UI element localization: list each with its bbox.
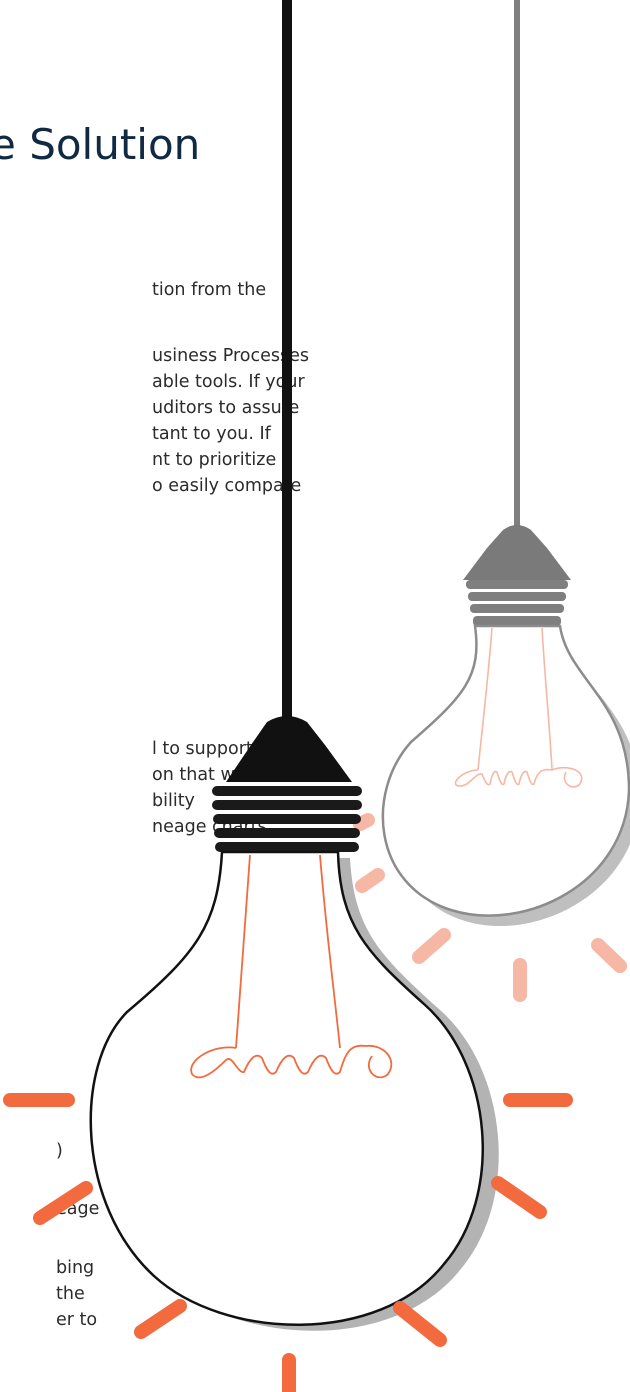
body-text-line: er to — [56, 1310, 98, 1330]
body-text-line: tion from the — [152, 280, 267, 300]
body-text-line: the — [56, 1284, 85, 1304]
body-text-line: usiness Processes — [152, 346, 309, 366]
body-text-line: tant to you. If — [152, 424, 271, 444]
body-text-line: uditors to assure — [152, 398, 300, 418]
body-text-line: o easily compare — [152, 476, 302, 496]
body-text-line: bing — [56, 1258, 95, 1278]
light-rays-icon — [3, 1093, 573, 1392]
lightbulb-large-icon — [89, 0, 499, 1331]
lightbulb-small-icon — [381, 0, 630, 927]
body-text-line: able tools. If your — [152, 372, 305, 392]
body-text-line: bility — [152, 791, 195, 811]
body-text-line: ) — [56, 1141, 63, 1161]
light-rays-icon — [353, 813, 627, 1002]
body-text-line: on that will — [152, 765, 250, 785]
body-text-line: l to support — [152, 739, 253, 759]
body-text-line: nt to prioritize — [152, 450, 277, 470]
section-heading: e Solution — [0, 120, 201, 169]
